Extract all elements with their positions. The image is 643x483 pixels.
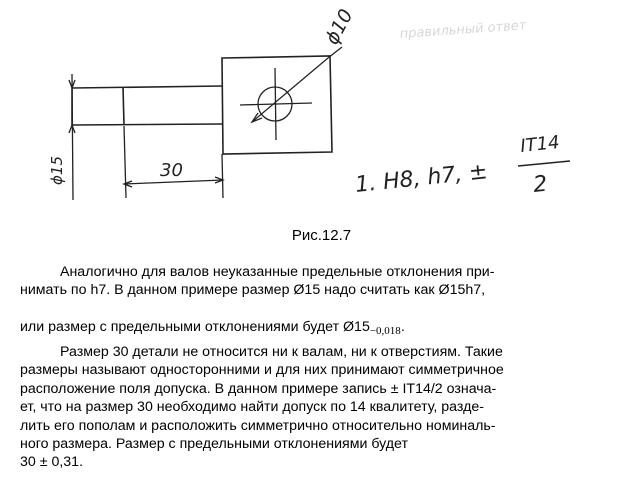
hole-diameter-label: ϕ10 [321, 6, 358, 49]
paragraph-2-line: расположение поля допуска. В данном прим… [20, 380, 497, 397]
shaft-diameter-dimension [68, 73, 76, 201]
length-label: 30 [160, 160, 183, 181]
paragraph-2: Размер 30 детали не относится ни к валам… [20, 343, 630, 472]
paragraph-2-line: лить его пополам и расположить симметрич… [20, 417, 496, 434]
paragraph-2-line: ет, что на размер 30 необходимо найти до… [20, 399, 484, 416]
technical-drawing: правильный ответ ϕ10 ϕ15 30 1. H8, h [48, 6, 571, 201]
paragraph-2-line: ного размера. Размер с предельными откло… [20, 436, 408, 453]
note-fraction-bar [517, 160, 571, 167]
paragraph-1-line-2: нимать по h7. В данном примере размер Ø1… [20, 282, 486, 299]
shaft-diameter-label: ϕ15 [48, 156, 66, 185]
shaft [71, 85, 223, 126]
hole [239, 46, 343, 141]
note-fraction-numerator: IT14 [519, 132, 560, 157]
deviation-subscript: −0,018 [369, 325, 401, 337]
length-dimension [122, 125, 225, 199]
paragraph-1: Аналогично для валов неуказанные предель… [20, 263, 630, 300]
paragraph-2-line: размеры называют односторонними и для ни… [20, 362, 504, 379]
faint-text: правильный ответ [399, 18, 527, 42]
note-fraction-denominator: 2 [532, 172, 549, 198]
tolerance-note: 1. H8, h7, ± [354, 159, 489, 198]
paragraph-1-line-1: Аналогично для валов неуказанные предель… [60, 264, 495, 280]
paragraph-1-line-3-main: или размер с предельными отклонениями бу… [20, 319, 370, 335]
figure-caption: Рис.12.7 [291, 227, 352, 244]
faint-bleed-through: правильный ответ [399, 18, 527, 42]
square-block [221, 55, 333, 155]
paragraph-2-line: 30 ± 0,31. [20, 454, 84, 471]
paragraph-2-line: Размер 30 детали не относится ни к валам… [60, 344, 503, 360]
paragraph-1-line-3: или размер с предельными отклонениями бу… [20, 319, 405, 337]
